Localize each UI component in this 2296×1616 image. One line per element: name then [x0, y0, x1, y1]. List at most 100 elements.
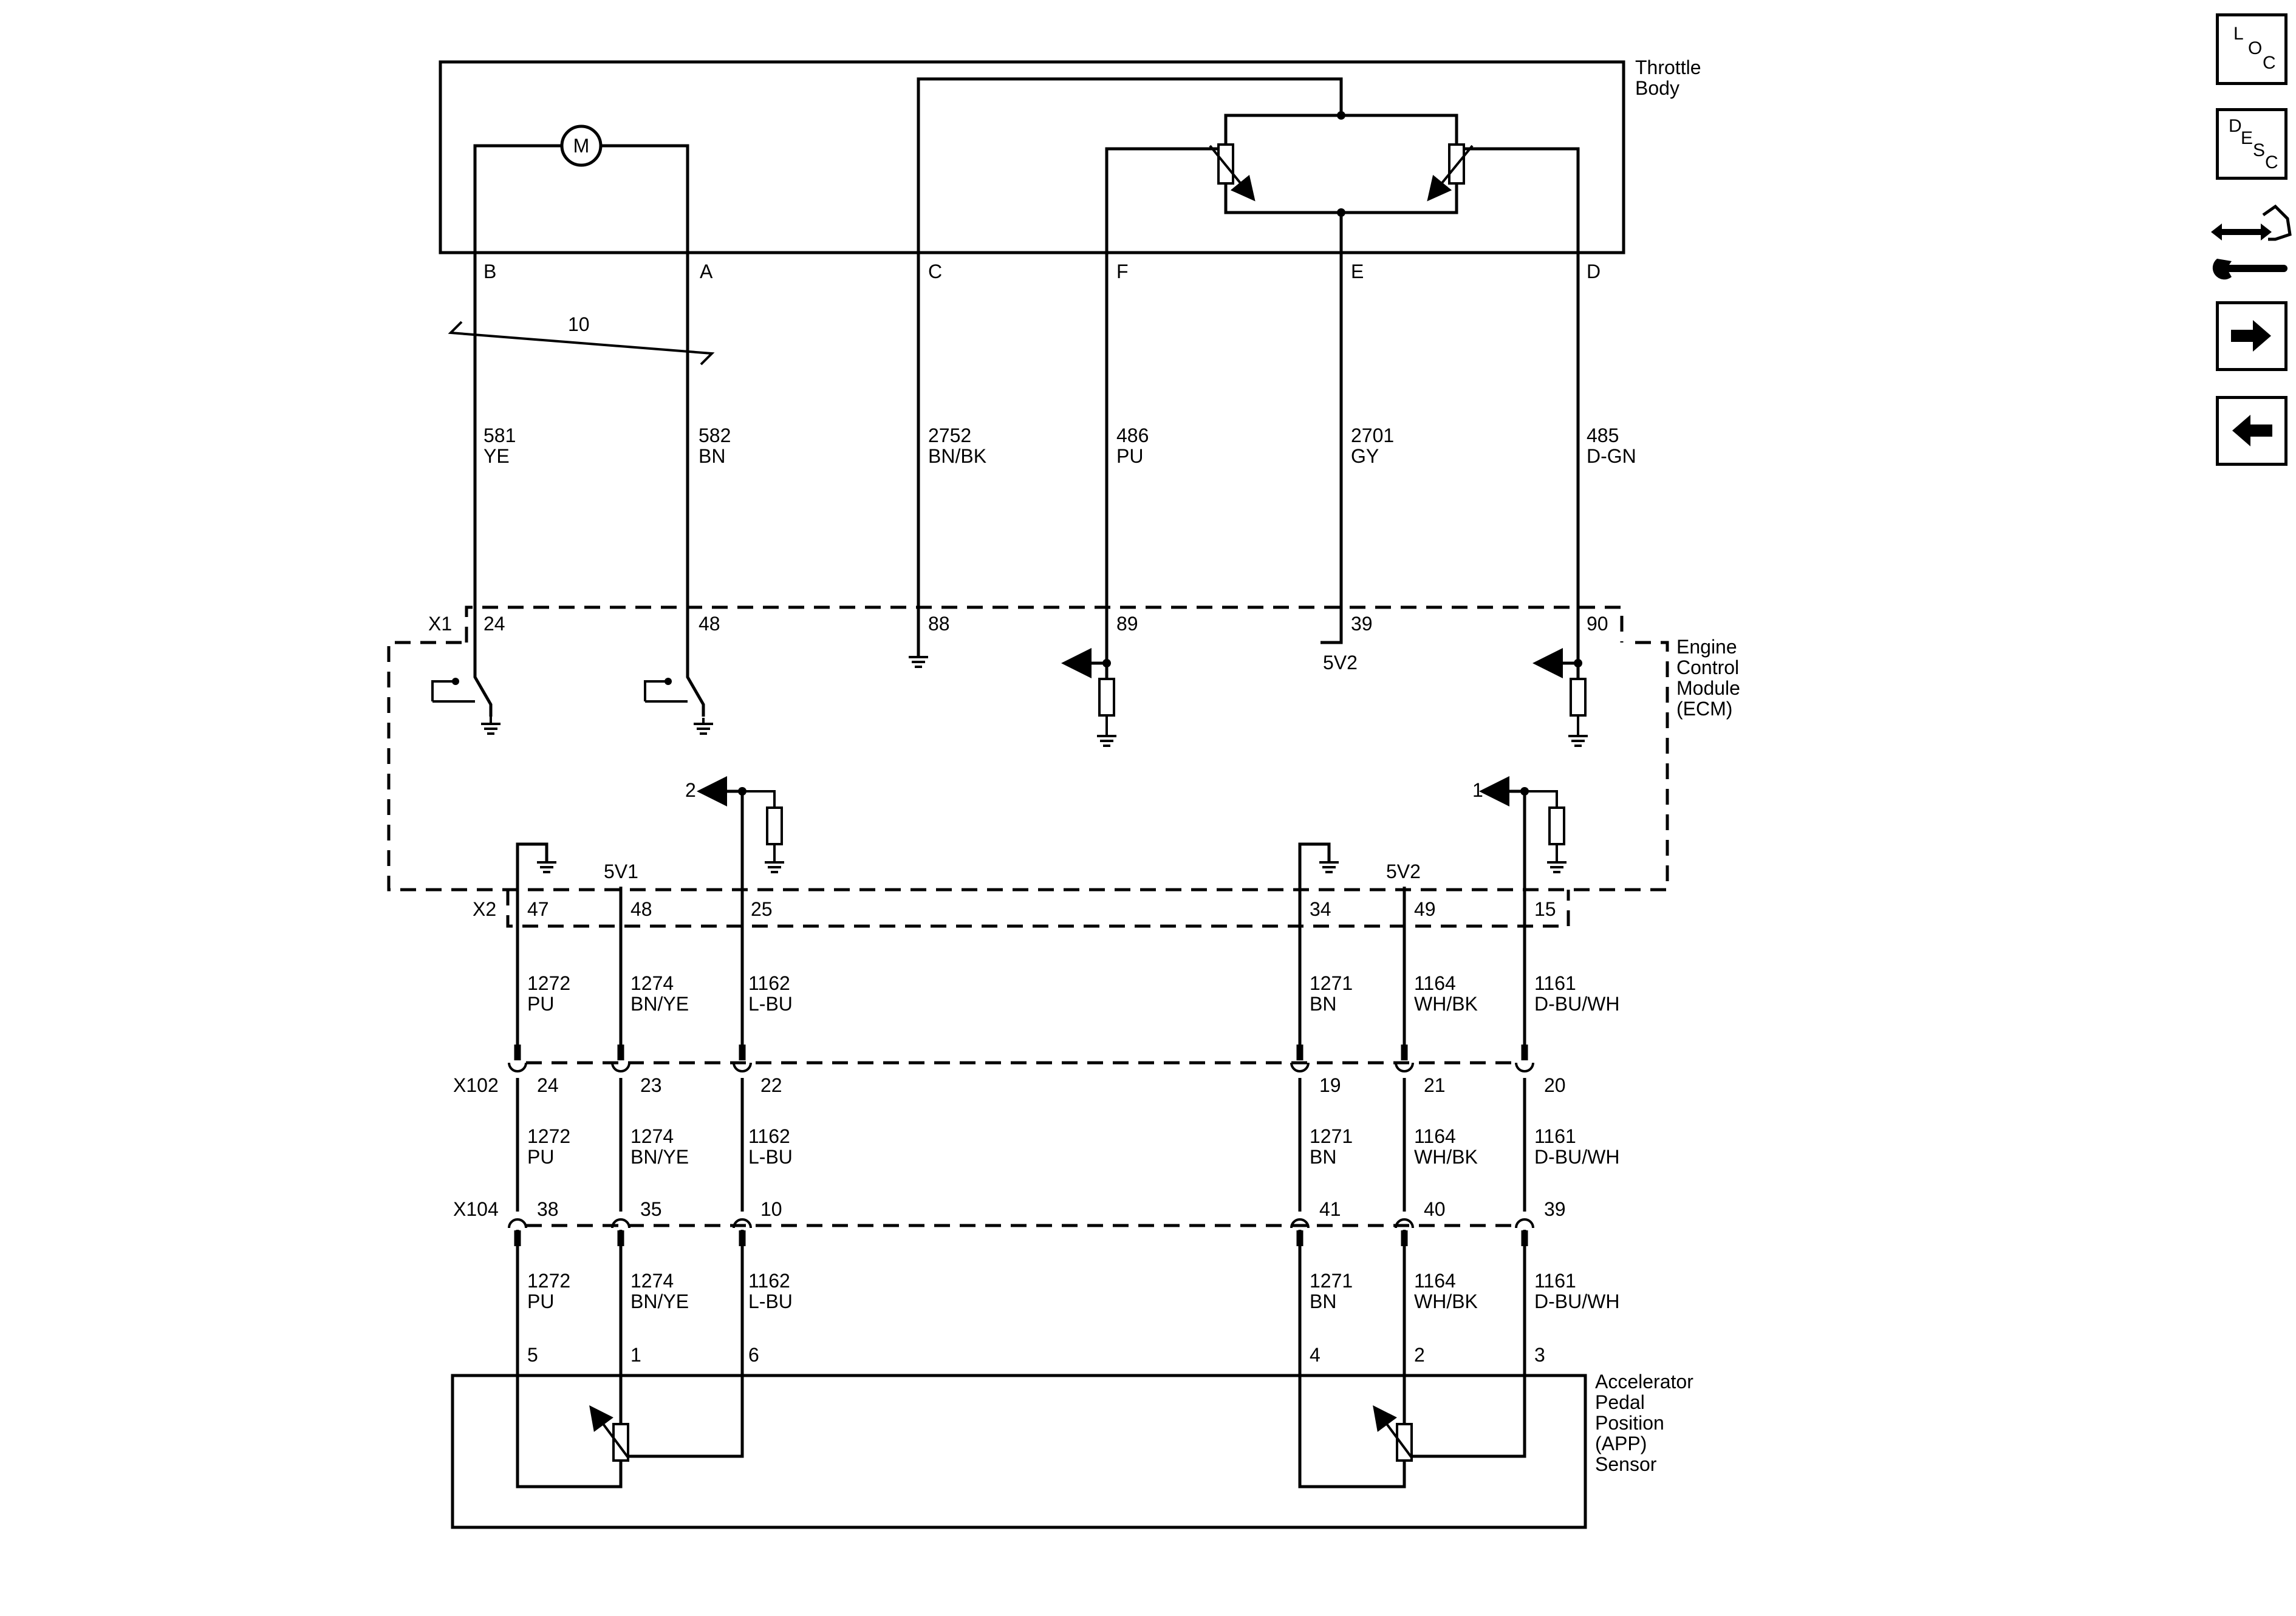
ecm-label-2: Control — [1676, 656, 1739, 678]
throttle-pin-e: E — [1351, 261, 1364, 282]
ecm-pullup-90 — [1570, 678, 1587, 717]
connector-x104: X104 38 35 10 41 40 39 — [453, 1198, 1566, 1246]
app-label-1: Accelerator — [1595, 1371, 1693, 1393]
motor-label: M — [573, 135, 590, 157]
ecm-5v2-upper: 5V2 — [1323, 652, 1358, 673]
desc-letter-e: E — [2241, 128, 2253, 148]
wire-2701-color: GY — [1351, 445, 1379, 467]
throttle-body-label-2: Body — [1635, 77, 1679, 99]
wire-1164-color-c: WH/BK — [1414, 1290, 1478, 1312]
x104-pin-41: 41 — [1319, 1198, 1341, 1220]
x104-pin-10: 10 — [760, 1198, 782, 1220]
x1-pin-88: 88 — [928, 613, 950, 635]
throttle-pin-f: F — [1116, 261, 1129, 282]
loc-letter-l: L — [2233, 24, 2244, 44]
wire-582-circuit: 582 — [699, 424, 731, 446]
prev-button[interactable] — [2216, 396, 2287, 466]
wire-1164-circuit-a: 1164 — [1414, 972, 1456, 994]
throttle-pin-d: D — [1587, 261, 1601, 282]
x102-pin-22: 22 — [760, 1074, 782, 1096]
next-button[interactable] — [2216, 301, 2287, 371]
wire-1271-color-b: BN — [1310, 1146, 1336, 1168]
x102-pin-23: 23 — [640, 1074, 662, 1096]
loc-letter-o: O — [2248, 38, 2263, 58]
x2-pin-25: 25 — [751, 898, 773, 920]
connector-x2-name: X2 — [473, 898, 496, 920]
x104-pin-39: 39 — [1544, 1198, 1566, 1220]
app-pin-1: 1 — [630, 1344, 641, 1366]
connector-x1-name: X1 — [428, 613, 452, 635]
x1-pin-39: 39 — [1351, 613, 1373, 635]
throttle-pin-c: C — [928, 261, 942, 282]
ecm: Engine Control Module (ECM) X1 24 48 88 … — [387, 605, 1740, 928]
wire-1161-color-a: D-BU/WH — [1534, 993, 1619, 1015]
throttle-pin-a: A — [700, 261, 713, 282]
app-label-5: Sensor — [1595, 1453, 1657, 1475]
wire-486-circuit: 486 — [1116, 424, 1149, 446]
wire-1162-circuit-c: 1162 — [748, 1270, 790, 1292]
wire-1272-circuit-a: 1272 — [527, 972, 570, 994]
x104-pin-38: 38 — [537, 1198, 559, 1220]
wire-1274-circuit-b: 1274 — [630, 1125, 674, 1147]
desc-button[interactable]: D E S C — [2216, 108, 2287, 180]
wire-1164-circuit-c: 1164 — [1414, 1270, 1456, 1292]
arrow-right-icon — [2231, 320, 2271, 352]
app-label-2: Pedal — [1595, 1391, 1645, 1413]
connector-x102-name: X102 — [453, 1074, 499, 1096]
x1-pin-89: 89 — [1116, 613, 1138, 635]
wire-1272-circuit-c: 1272 — [527, 1270, 570, 1292]
wire-485-circuit: 485 — [1587, 424, 1619, 446]
ecm-label-3: Module — [1676, 677, 1740, 699]
ecm-pullup-89 — [1098, 678, 1115, 717]
wire-1274-color-c: BN/YE — [630, 1290, 689, 1312]
wire-1164-color-b: WH/BK — [1414, 1146, 1478, 1168]
desc-letter-s: S — [2253, 140, 2266, 160]
wire-1271-color-a: BN — [1310, 993, 1336, 1015]
wire-1271-circuit-c: 1271 — [1310, 1270, 1353, 1292]
wire-1161-color-c: D-BU/WH — [1534, 1290, 1619, 1312]
app-pin-6: 6 — [748, 1344, 759, 1366]
twisted-pair-marker: 10 — [448, 313, 715, 366]
wire-581-color: YE — [483, 445, 510, 467]
wire-1161-circuit-a: 1161 — [1534, 972, 1576, 994]
x1-pin-24: 24 — [483, 613, 505, 635]
x1-pin-48: 48 — [699, 613, 720, 635]
x104-pin-40: 40 — [1424, 1198, 1446, 1220]
ecm-pullup-25 — [766, 806, 783, 845]
wire-1161-circuit-b: 1161 — [1534, 1125, 1576, 1147]
x2-pin-34: 34 — [1310, 898, 1331, 920]
wire-2752-circuit: 2752 — [928, 424, 971, 446]
ecm-5v1: 5V1 — [604, 861, 638, 882]
wire-485-color: D-GN — [1587, 445, 1636, 467]
wire-1164-circuit-b: 1164 — [1414, 1125, 1456, 1147]
arrow-left-icon — [2232, 415, 2272, 446]
x104-pin-35: 35 — [640, 1198, 662, 1220]
wire-581-circuit: 581 — [483, 424, 516, 446]
lower-wires: 1272 PU 1274 BN/YE 1162 L-BU 1271 BN 116… — [516, 791, 1619, 1376]
wire-1162-color-b: L-BU — [748, 1146, 793, 1168]
throttle-pin-b: B — [483, 261, 496, 282]
connector-tool-button[interactable] — [2205, 200, 2296, 285]
connector-x102: X102 24 23 22 19 21 20 — [453, 1045, 1566, 1096]
x102-pin-19: 19 — [1319, 1074, 1341, 1096]
wire-1162-circuit-a: 1162 — [748, 972, 790, 994]
wire-1274-circuit-a: 1274 — [630, 972, 674, 994]
motor-symbol — [560, 124, 603, 167]
twisted-pair-label: 10 — [568, 313, 590, 335]
connector-wrench-icon — [2211, 204, 2292, 280]
wire-1162-color-a: L-BU — [748, 993, 793, 1015]
throttle-body-label-1: Throttle — [1635, 56, 1701, 78]
x2-pin-47: 47 — [527, 898, 549, 920]
wire-1274-color-a: BN/YE — [630, 993, 689, 1015]
wire-1272-color-a: PU — [527, 993, 554, 1015]
upper-wires: 581 YE 582 BN 2752 BN/BK 486 PU 2701 GY … — [473, 253, 1636, 717]
app-sensor: Accelerator Pedal Position (APP) Sensor … — [451, 1344, 1693, 1529]
loc-button[interactable]: L O C — [2216, 13, 2287, 85]
app-pin-2: 2 — [1414, 1344, 1425, 1366]
wire-2752-color: BN/BK — [928, 445, 986, 467]
desc-letter-c: C — [2265, 152, 2278, 172]
x2-pin-49: 49 — [1414, 898, 1436, 920]
wire-1272-color-c: PU — [527, 1290, 554, 1312]
x102-pin-21: 21 — [1424, 1074, 1446, 1096]
